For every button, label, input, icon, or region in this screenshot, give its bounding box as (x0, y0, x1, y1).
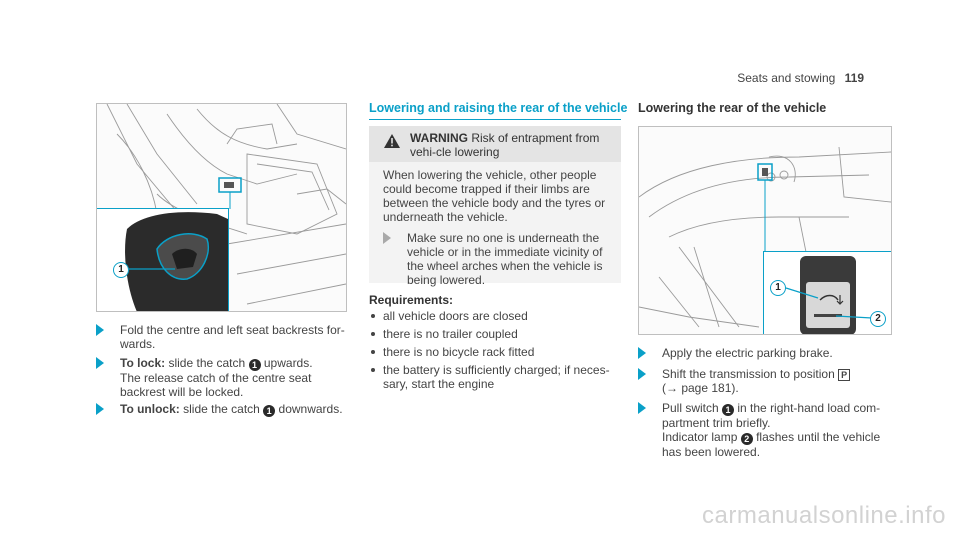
shift-text: Shift the transmission to position (662, 367, 835, 381)
step-shift-transmission: Shift the transmission to position P (→ … (638, 367, 898, 395)
requirement-item: there is no trailer coupled (369, 327, 629, 341)
lock-extra: The release catch of the centre seat bac… (120, 371, 312, 399)
warning-header: WARNING Risk of entrapment from vehi-cle… (369, 126, 621, 162)
arrow-icon (638, 347, 646, 359)
callout-2: 2 (870, 311, 886, 327)
unlock-text-post: downwards. (278, 402, 343, 416)
lock-label: To lock: (120, 356, 166, 370)
callout-1-inline: 1 (722, 404, 735, 416)
page-header: Seats and stowing 119 (737, 71, 864, 85)
step-text: Apply the electric parking brake. (662, 346, 833, 360)
callout-1-inline: 1 (263, 405, 276, 417)
seat-catch-illustration: 1 (96, 103, 347, 312)
requirement-item: the battery is sufficiently charged; if … (369, 363, 629, 391)
requirements-title: Requirements: (369, 293, 454, 307)
section-title-lowering-raising: Lowering and raising the rear of the veh… (369, 101, 628, 115)
indicator-text-pre: Indicator lamp (662, 430, 738, 444)
step-pull-switch: Pull switch 1 in the right-hand load com… (638, 401, 898, 459)
step-parking-brake: Apply the electric parking brake. (638, 346, 898, 360)
gear-p-icon: P (838, 369, 851, 381)
arrow-icon (96, 403, 104, 415)
load-compartment-illustration: 1 2 (638, 126, 892, 335)
callout-1: 1 (113, 262, 129, 278)
step-unlock: To unlock: slide the catch 1 downwards. (96, 402, 356, 417)
catch-closeup-drawing (125, 212, 228, 311)
warning-instruction: Make sure no one is underneath the vehic… (383, 231, 613, 287)
section-name: Seats and stowing (737, 71, 836, 85)
callout-1-inline: 1 (248, 359, 261, 371)
arrow-icon (96, 324, 104, 336)
arrow-icon (638, 402, 646, 414)
switch-detail-inset: 1 2 (763, 251, 891, 334)
arrow-icon (638, 368, 646, 380)
unlock-text-pre: slide the catch (183, 402, 260, 416)
trunk-drawing (639, 146, 891, 328)
page-reference-link[interactable]: (→ page 181). (662, 381, 739, 395)
catch-detail-inset: 1 (97, 208, 229, 311)
lock-text-pre: slide the catch (168, 356, 246, 370)
switch-closeup-drawing (785, 256, 873, 334)
seat-interior-drawing (106, 104, 346, 305)
pull-text-pre: Pull switch (662, 401, 719, 415)
requirements-list: all vehicle doors are closed there is no… (369, 309, 629, 395)
requirement-item: there is no bicycle rack fitted (369, 345, 629, 359)
callout-2-inline: 2 (740, 433, 753, 445)
indicator-text-post: flashes until the vehicle has been lower… (662, 430, 881, 459)
arrow-icon (383, 232, 391, 244)
warning-box: WARNING Risk of entrapment from vehi-cle… (369, 126, 621, 287)
pull-text-post: in the right-hand load com-partment trim… (662, 401, 881, 430)
warning-triangle-icon (384, 134, 400, 148)
requirement-item: all vehicle doors are closed (369, 309, 629, 323)
warning-instruction-text: Make sure no one is underneath the vehic… (407, 231, 603, 287)
section-title-lowering: Lowering the rear of the vehicle (638, 101, 827, 115)
arrow-icon (96, 357, 104, 369)
warning-heading: Risk of entrapment from vehi-cle lowerin… (410, 131, 600, 159)
warning-body: When lowering the vehicle, other people … (383, 168, 606, 224)
warning-label: WARNING (410, 131, 468, 145)
watermark: carmanualsonline.info (702, 502, 946, 529)
title-rule (369, 119, 621, 120)
callout-1: 1 (770, 280, 786, 296)
page-number: 119 (844, 71, 864, 85)
lock-text-post: upwards. (263, 356, 313, 370)
unlock-label: To unlock: (120, 402, 180, 416)
step-lock: To lock: slide the catch 1 upwards. The … (96, 356, 356, 399)
step-fold-backrests: Fold the centre and left seat backrests … (96, 323, 356, 351)
step-text: Fold the centre and left seat backrests … (120, 323, 345, 351)
